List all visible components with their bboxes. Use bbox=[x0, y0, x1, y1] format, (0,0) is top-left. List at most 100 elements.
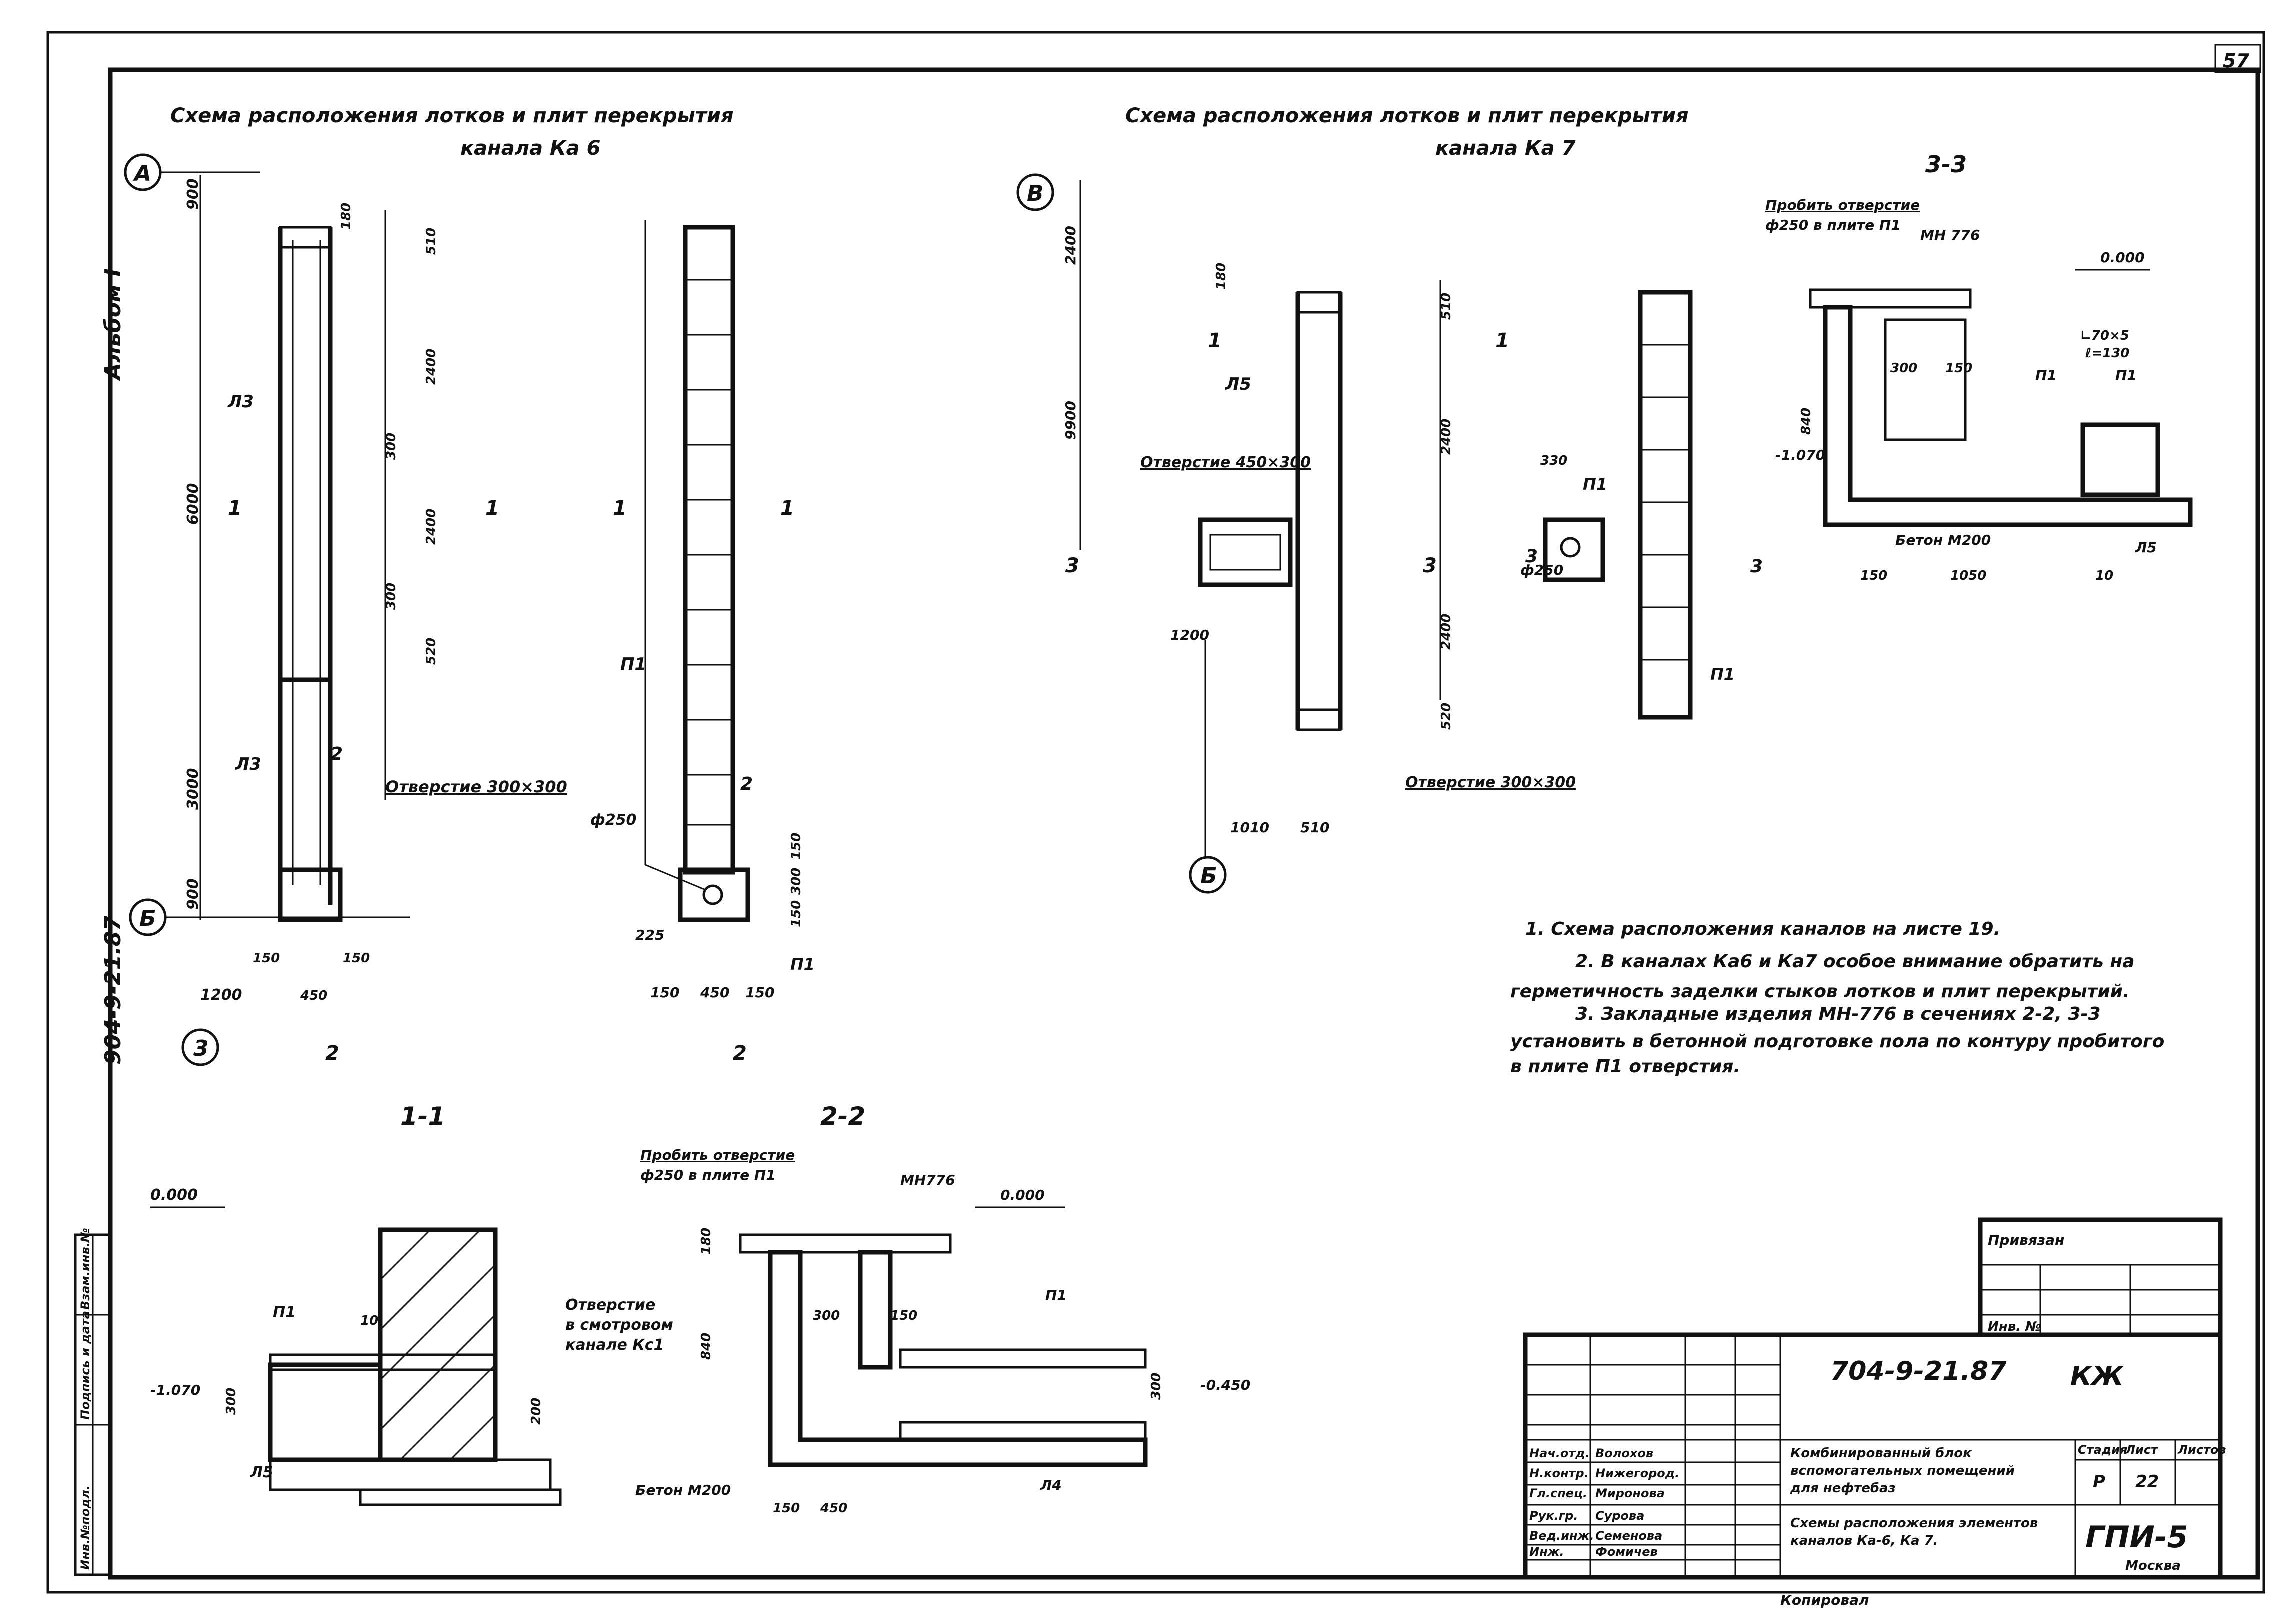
sec22-dim-150b: 150 bbox=[773, 1501, 800, 1516]
elev-sec-1-right: 1 bbox=[780, 497, 794, 520]
sec11-label-p1: П1 bbox=[273, 1304, 296, 1322]
ka7-label-opening-450: Отверстие 450×300 bbox=[1140, 454, 1311, 472]
doc-mark: КЖ bbox=[2070, 1362, 2124, 1392]
dim-520: 520 bbox=[424, 638, 439, 665]
ka7-opening-450 bbox=[1198, 518, 1293, 588]
sheet-title-2: каналов Ка-6, Ка 7. bbox=[1790, 1534, 1938, 1548]
channel-end-top bbox=[279, 226, 332, 249]
ka7-sec-1-left: 1 bbox=[1208, 330, 1222, 352]
sec11-elev-low: -1.070 bbox=[150, 1382, 200, 1398]
elev-dim-300-r: 300 bbox=[789, 868, 804, 895]
plan-ka6-subtitle: канала Ка 6 bbox=[460, 137, 600, 160]
section-1-1: 1-1 0.000 П1 Л5 -1.070 Отверстие в смотр… bbox=[150, 1102, 673, 1506]
elevation-ka7: П1 П1 ф250 3 3 330 bbox=[1520, 290, 1763, 720]
elevation-ka6: П1 2 ф250 225 П1 150 450 150 1 1 2 150 3… bbox=[590, 220, 815, 1065]
section-2-2: 2-2 Пробить отверстие ф250 в плите П1 МН… bbox=[635, 1102, 1250, 1516]
sec33-dim-150: 150 bbox=[1945, 361, 1972, 376]
section-2-mark-bottom: 2 bbox=[325, 1042, 339, 1065]
sec22-dim-840: 840 bbox=[699, 1333, 714, 1360]
album-label: Альбом I bbox=[100, 268, 126, 382]
note-3: 3. Закладные изделия МН-776 в сечениях 2… bbox=[1575, 1004, 2101, 1024]
dim-900-bottom: 900 bbox=[184, 878, 202, 910]
dim-180: 180 bbox=[339, 203, 354, 230]
project-2: вспомогательных помещений bbox=[1790, 1464, 2015, 1478]
name-3: Миронова bbox=[1595, 1486, 1665, 1500]
ka7-elev-p1-top: П1 bbox=[1583, 475, 1607, 494]
sec33-label-l5: Л5 bbox=[2135, 540, 2157, 556]
sec33-dim-10: 10 bbox=[2095, 568, 2113, 584]
sec33-slab bbox=[1809, 288, 1972, 309]
axis-a-label: А bbox=[133, 161, 151, 186]
axis-b7-label: Б bbox=[1200, 864, 1217, 889]
sec22-right-slab bbox=[899, 1348, 1147, 1369]
sec33-dim-1050: 1050 bbox=[1950, 568, 1986, 584]
left-stamp: Инв.№подл. Подпись и дата Взам.инв.№ bbox=[74, 1228, 112, 1576]
role-5: Вед.инж. bbox=[1529, 1529, 1594, 1543]
ka7-slab-divisions bbox=[1640, 344, 1690, 661]
sec11-dim-10: 10 bbox=[360, 1314, 378, 1328]
sec11-elev-top: 0.000 bbox=[150, 1186, 198, 1204]
sec22-mn: МН776 bbox=[900, 1172, 955, 1188]
sec33-label-concrete: Бетон М200 bbox=[1895, 532, 1991, 548]
channel-pit bbox=[278, 868, 343, 922]
leader-p1 bbox=[644, 220, 706, 891]
sec11-slab bbox=[269, 1354, 497, 1372]
sec33-label-p1a: П1 bbox=[2035, 367, 2057, 384]
sec33-note2: ф250 в плите П1 bbox=[1765, 217, 1901, 234]
axis-b7-bubble bbox=[1189, 856, 1227, 894]
dim-450: 450 bbox=[300, 988, 327, 1004]
sec33-plate-len: ℓ=130 bbox=[2085, 346, 2129, 361]
sec22-note2: ф250 в плите П1 bbox=[640, 1167, 776, 1184]
name-2: Нижегород. bbox=[1595, 1466, 1679, 1480]
slab-strip bbox=[683, 225, 735, 875]
plan-ka7-subtitle: канала Ка 7 bbox=[1435, 137, 1576, 160]
plan-ka6-title: Схема расположения лотков и плит перекры… bbox=[170, 104, 734, 128]
ka7-end-top bbox=[1296, 291, 1342, 314]
sec11-dim-200: 200 bbox=[529, 1398, 544, 1425]
sec33-inner bbox=[1884, 318, 1967, 442]
ka7-sec-1-right: 1 bbox=[1495, 330, 1509, 352]
elev-label-225: 225 bbox=[635, 927, 664, 944]
name-5: Семенова bbox=[1595, 1529, 1662, 1543]
sec33-dim-150b: 150 bbox=[1860, 568, 1887, 584]
elev-dim-150-r2: 150 bbox=[789, 900, 804, 928]
org-city: Москва bbox=[2125, 1558, 2181, 1574]
sheet-label: Лист bbox=[2125, 1443, 2159, 1457]
role-3: Гл.спец. bbox=[1529, 1486, 1587, 1500]
ka7-dim-510b: 510 bbox=[1300, 820, 1329, 836]
dim-510: 510 bbox=[424, 228, 439, 255]
ka7-elev-f250: ф250 bbox=[1520, 562, 1563, 578]
role-4: Рук.гр. bbox=[1529, 1509, 1578, 1523]
doc-code: 704-9-21.87 bbox=[1830, 1356, 2007, 1386]
dim-300-b: 300 bbox=[384, 583, 399, 610]
ka7-dim-510: 510 bbox=[1439, 293, 1454, 320]
sec22-right-floor bbox=[899, 1421, 1147, 1442]
ka7-dim-2400b: 2400 bbox=[1439, 614, 1454, 650]
sec11-wall-hatch bbox=[379, 1229, 496, 1461]
note-2: 2. В каналах Ка6 и Ка7 особое внимание о… bbox=[1575, 952, 2135, 972]
ka7-end-bottom bbox=[1296, 708, 1342, 732]
sec11-channel bbox=[268, 1362, 383, 1462]
stamp-sign: Подпись и дата bbox=[78, 1311, 92, 1420]
inner-frame bbox=[108, 68, 2260, 1580]
stage-label: Стадия bbox=[2078, 1443, 2127, 1457]
ka7-pit bbox=[1543, 518, 1605, 582]
elev-sec-1-left: 1 bbox=[613, 497, 627, 520]
ka7-elev-330: 330 bbox=[1540, 454, 1567, 468]
sec22-label-p1: П1 bbox=[1045, 1287, 1067, 1304]
linked-inv: Инв. № bbox=[1988, 1320, 2041, 1334]
dim-150-b: 150 bbox=[343, 951, 370, 966]
sec22-channel bbox=[768, 1250, 1148, 1468]
ka7-sec-3-left: 3 bbox=[1065, 554, 1079, 578]
ka7-dim-2400a: 2400 bbox=[1439, 419, 1454, 455]
sec22-slab bbox=[739, 1234, 952, 1254]
sec33-dim-300: 300 bbox=[1890, 361, 1917, 376]
ka7-dim-2400: 2400 bbox=[1062, 226, 1079, 265]
sec22-label-concrete: Бетон М200 bbox=[635, 1482, 731, 1498]
sec11-note3: канале Кс1 bbox=[565, 1336, 664, 1354]
elev-label-p1-bottom: П1 bbox=[790, 955, 815, 974]
dim-150-a: 150 bbox=[253, 951, 280, 966]
ka7-dim-1010: 1010 bbox=[1230, 820, 1269, 836]
name-4: Сурова bbox=[1595, 1509, 1644, 1523]
